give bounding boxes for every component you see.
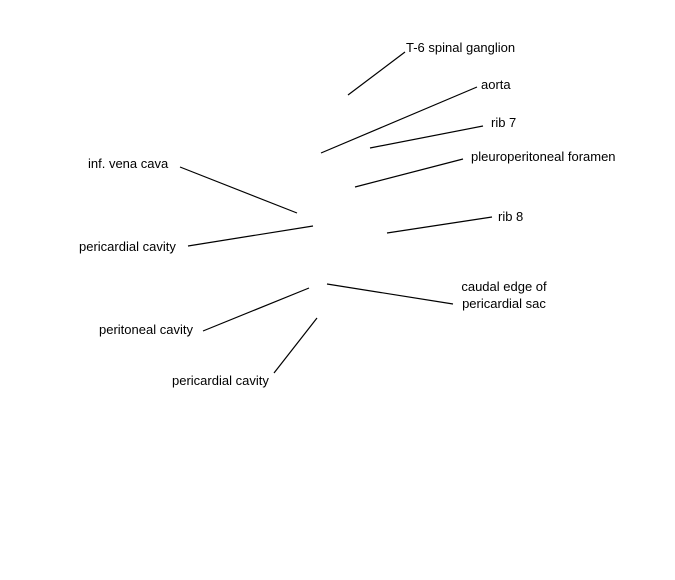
label-inf-vena-cava: inf. vena cava — [88, 156, 169, 171]
leader-caudal-edge — [326, 283, 454, 305]
leader-pleuroperitoneal-foramen — [354, 158, 464, 188]
label-peritoneal-cavity: peritoneal cavity — [99, 322, 193, 337]
leader-rib-8 — [386, 216, 493, 234]
leader-aorta — [320, 86, 478, 154]
leader-rib-7 — [369, 125, 484, 149]
leader-pericardial-cavity-upper — [187, 225, 314, 247]
label-pericardial-cavity-lower: pericardial cavity — [172, 373, 269, 388]
label-pericardial-cavity-upper: pericardial cavity — [79, 239, 176, 254]
label-aorta: aorta — [481, 77, 511, 92]
label-caudal-edge-line2: pericardial sac — [462, 296, 546, 311]
label-t6-spinal-ganglion: T-6 spinal ganglion — [406, 40, 516, 55]
leader-peritoneal-cavity — [202, 287, 310, 332]
leader-pericardial-cavity-lower — [273, 317, 318, 374]
label-rib-7: rib 7 — [491, 115, 517, 130]
leader-inf-vena-cava — [179, 166, 298, 214]
label-rib-8: rib 8 — [498, 209, 524, 224]
label-caudal-edge-line1: caudal edge of — [461, 279, 547, 294]
label-pleuroperitoneal-foramen: pleuroperitoneal foramen — [471, 149, 616, 164]
label-caudal-edge-of-pericardial-sac: caudal edge of pericardial sac — [448, 278, 560, 312]
leader-t6-spinal-ganglion — [347, 51, 406, 96]
